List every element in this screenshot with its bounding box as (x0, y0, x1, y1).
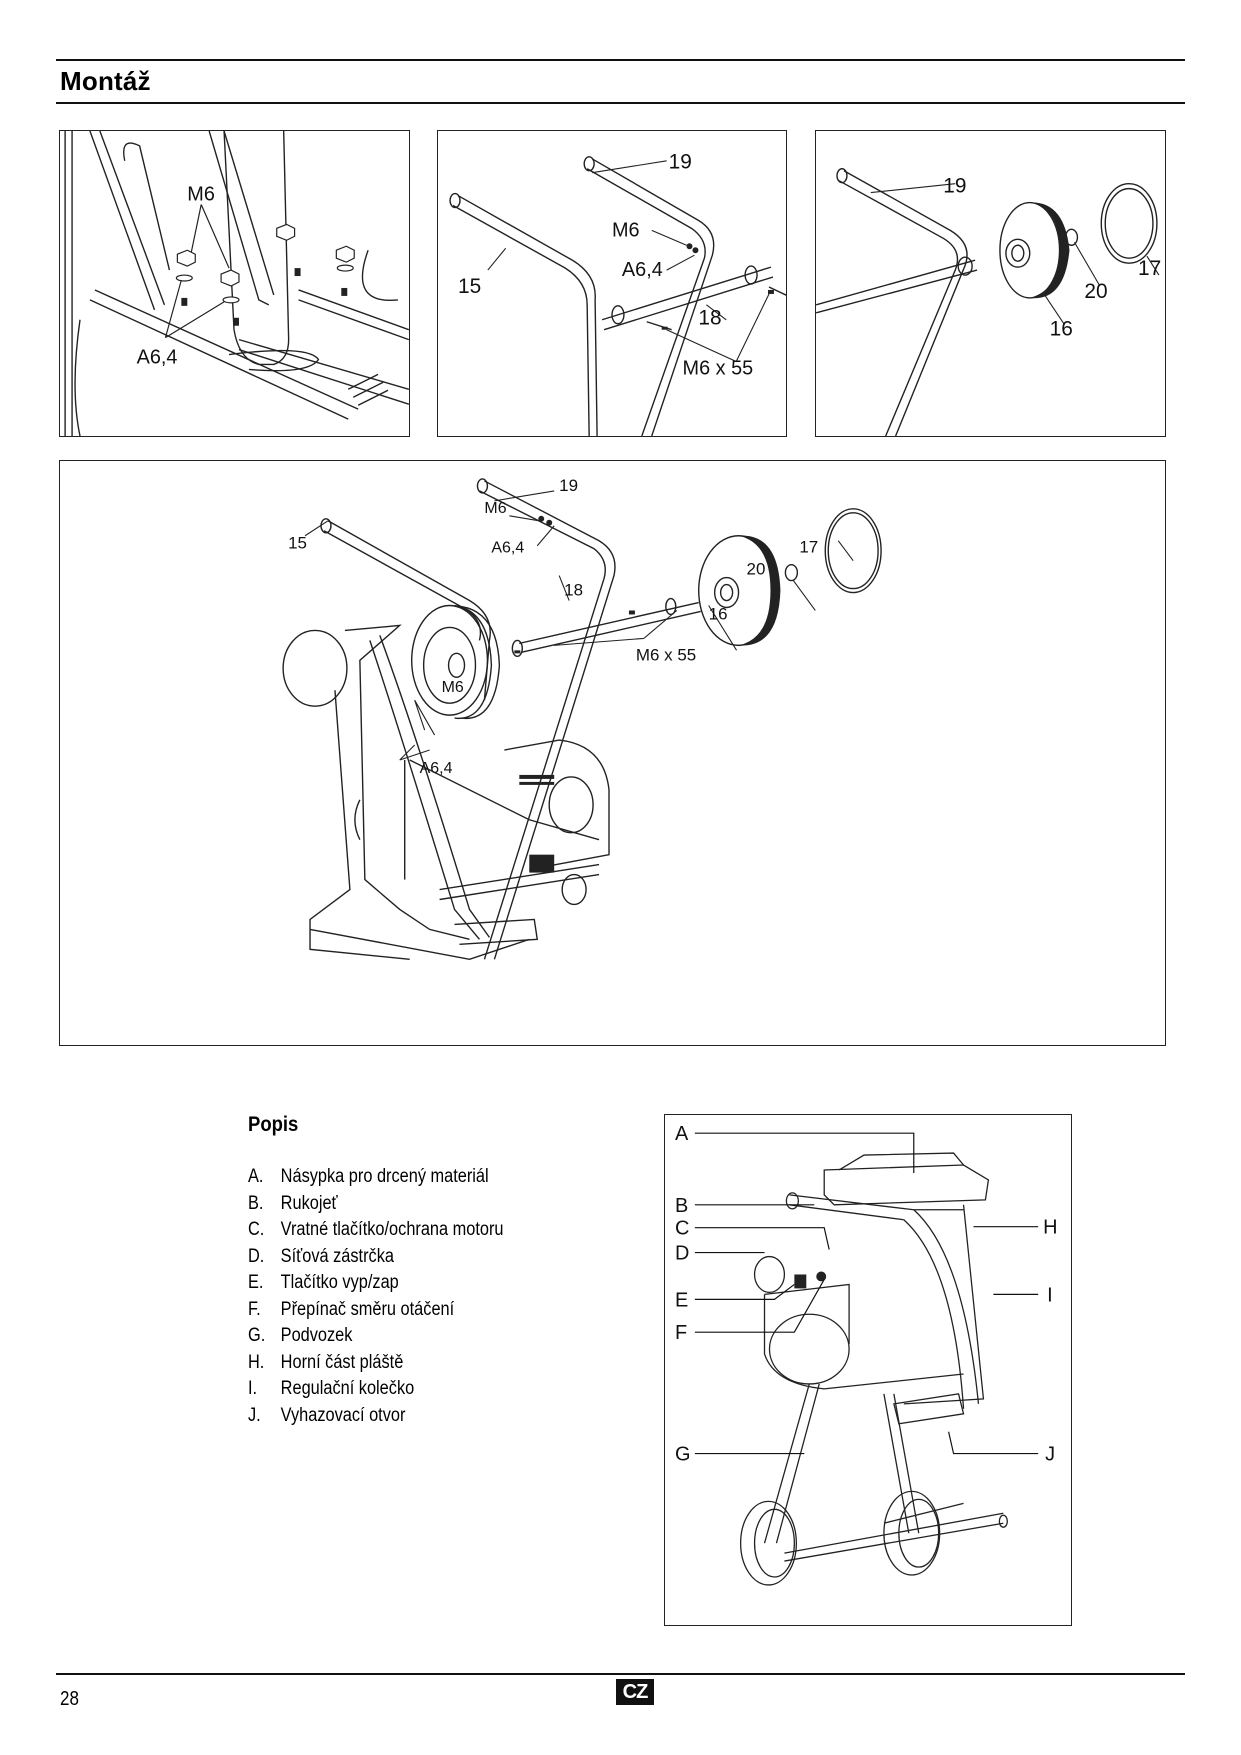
callout-b: B (675, 1195, 688, 1217)
callout-f: F (675, 1322, 687, 1344)
page-title: Montáž (60, 66, 151, 96)
description-item: I.Regulační kolečko (248, 1378, 415, 1399)
page-number: 28 (60, 1688, 79, 1710)
label-18: 18 (698, 307, 721, 330)
callout-e: E (675, 1289, 688, 1311)
footer-rule (56, 1673, 1185, 1675)
label-20: 20 (1084, 280, 1107, 303)
description-item: B.Rukojeť (248, 1192, 338, 1214)
callout-a: A (675, 1123, 689, 1145)
label-16: 16 (709, 604, 728, 623)
figure-product-overview: A B C D E F G H I J (664, 1114, 1072, 1626)
callout-c: C (675, 1218, 689, 1240)
label-15: 15 (288, 534, 307, 553)
description-item: F.Přepínač směru otáčení (248, 1298, 455, 1320)
label-a64: A6,4 (622, 259, 663, 281)
label-15: 15 (458, 275, 481, 298)
bracket-mounting-drawing: M6 A6,4 (64, 131, 409, 436)
handle-axle-drawing: 19 15 M6 A6,4 18 M6 x 55 (449, 151, 786, 436)
callout-d: D (675, 1243, 689, 1265)
description-item: J. Vyhazovací otvor (248, 1404, 406, 1426)
product-overview-drawing: A B C D E F G H I J (675, 1123, 1058, 1586)
label-a64: A6,4 (137, 346, 178, 368)
label-a64-bottom: A6,4 (420, 760, 453, 777)
label-m6: M6 (187, 184, 215, 206)
label-m6x55: M6 x 55 (683, 357, 754, 379)
description-item: C.Vratné tlačítko/ochrana motoru (248, 1219, 504, 1240)
description-item: G.Podvozek (248, 1325, 353, 1346)
label-19: 19 (559, 476, 578, 495)
exploded-assembly-drawing: 19 15 M6 A6,4 18 16 20 17 M6 x 55 M6 A6,… (282, 476, 882, 961)
description-list: A.Násypka pro drcený materiál B.Rukojeť … (248, 1164, 545, 1429)
header-rule-top (56, 59, 1185, 61)
label-m6-top: M6 (484, 500, 506, 517)
description-item: D.Síťová zástrčka (248, 1245, 394, 1267)
callout-g: G (675, 1444, 690, 1466)
label-m6x55: M6 x 55 (636, 645, 696, 664)
header-rule-bottom (56, 102, 1185, 104)
figure-handle-axle: 19 15 M6 A6,4 18 M6 x 55 (437, 130, 787, 437)
label-16: 16 (1050, 318, 1073, 341)
callout-h: H (1043, 1217, 1057, 1239)
description-item: A.Násypka pro drcený materiál (248, 1166, 489, 1187)
wheel-mounting-drawing: 19 16 20 17 (816, 168, 1161, 436)
figure-wheel-mounting: 19 16 20 17 (815, 130, 1166, 437)
label-18: 18 (564, 581, 583, 600)
description-title: Popis (248, 1113, 299, 1136)
label-a64-top: A6,4 (491, 540, 524, 557)
label-20: 20 (747, 560, 766, 579)
figure-bracket-mounting: M6 A6,4 (59, 130, 410, 437)
callout-i: I (1047, 1284, 1053, 1306)
description-item: E.Tlačítko vyp/zap (248, 1272, 399, 1293)
callout-j: J (1045, 1444, 1055, 1466)
label-17: 17 (799, 538, 818, 557)
label-19: 19 (943, 175, 966, 198)
language-badge: CZ (616, 1679, 654, 1705)
label-19: 19 (669, 151, 692, 174)
label-m6-bottom: M6 (442, 679, 464, 696)
description-item: H.Horní část pláště (248, 1351, 404, 1373)
figure-exploded-assembly: 19 15 M6 A6,4 18 16 20 17 M6 x 55 M6 A6,… (59, 460, 1166, 1046)
label-m6: M6 (612, 219, 640, 241)
label-17: 17 (1138, 257, 1161, 280)
